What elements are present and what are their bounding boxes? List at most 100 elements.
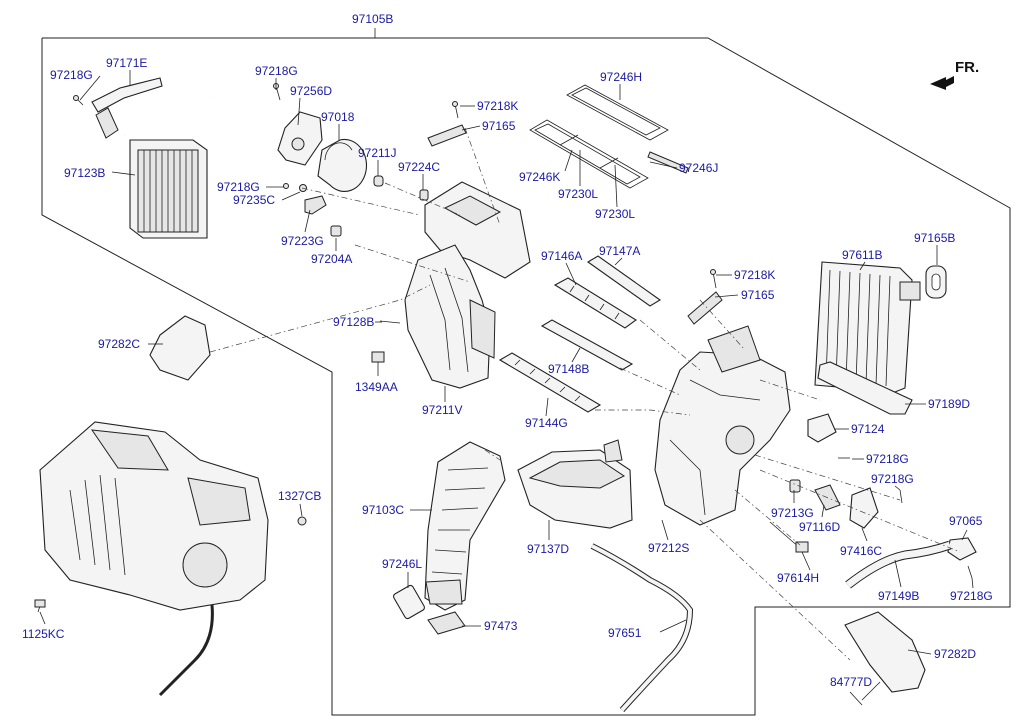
actuator-motor-part <box>807 413 837 443</box>
callout-97218G: 97218G <box>871 472 914 486</box>
callout-97235C: 97235C <box>233 193 275 207</box>
screw-icon <box>710 269 717 289</box>
gasket-ring-part <box>925 265 947 299</box>
seal-frame-part <box>566 84 669 141</box>
clip-part <box>371 351 385 363</box>
callout-97282D: 97282D <box>934 647 976 661</box>
gear-lever-part <box>317 138 368 192</box>
callout-97614H: 97614H <box>777 571 819 585</box>
screw-icon <box>73 95 84 106</box>
screw-icon <box>899 489 903 504</box>
callout-97018: 97018 <box>321 110 355 124</box>
seal-frame-part <box>529 119 649 189</box>
air-duct-part <box>844 611 926 693</box>
air-duct-part <box>149 315 211 381</box>
callout-97137D: 97137D <box>527 542 569 556</box>
front-direction-label: FR. <box>955 59 979 76</box>
pin-part <box>379 320 401 324</box>
evaporator-core-part <box>814 261 921 393</box>
lever-part <box>304 195 327 215</box>
callout-97165: 97165 <box>482 119 516 133</box>
screw-icon <box>273 83 281 101</box>
front-direction-arrow-icon <box>930 76 954 90</box>
seal-strip-part <box>647 151 689 174</box>
assembly-frame <box>41 37 1011 716</box>
callout-97065: 97065 <box>949 514 983 528</box>
callout-97123B: 97123B <box>64 166 105 180</box>
bolt-icon <box>34 599 46 613</box>
callout-97218G: 97218G <box>866 452 909 466</box>
callout-97416C: 97416C <box>840 544 882 558</box>
actuator-part <box>849 487 879 529</box>
callout-97651: 97651 <box>608 626 642 640</box>
callout-97218K: 97218K <box>477 99 518 113</box>
bushing-part <box>419 189 429 201</box>
screw-icon <box>849 691 863 706</box>
callout-97147A: 97147A <box>599 244 640 258</box>
callout-97171E: 97171E <box>106 56 147 70</box>
lower-duct-part <box>424 441 506 611</box>
seal-part <box>427 124 467 147</box>
callout-97165: 97165 <box>741 288 775 302</box>
bushing-part <box>330 225 342 237</box>
callout-1327CB: 1327CB <box>278 489 321 503</box>
screw-icon <box>967 565 973 579</box>
drain-hose-part <box>845 540 952 589</box>
part-callouts: 97105B 97171E 97218G 97123B 97218G 97256… <box>22 12 993 689</box>
clip-part <box>789 479 801 493</box>
filter-case-part <box>517 439 633 529</box>
callout-97218G: 97218G <box>217 180 260 194</box>
callout-97218G: 97218G <box>950 589 993 603</box>
callout-97105B: 97105B <box>352 12 393 26</box>
callout-97230L: 97230L <box>558 187 598 201</box>
callout-97204A: 97204A <box>311 252 352 266</box>
callout-97256D: 97256D <box>290 84 332 98</box>
callout-97230L: 97230L <box>595 207 635 221</box>
callout-97128B: 97128B <box>333 315 374 329</box>
heater-core-part <box>124 90 214 239</box>
callout-97212S: 97212S <box>648 541 689 555</box>
callout-97165B: 97165B <box>914 231 955 245</box>
callout-97224C: 97224C <box>398 160 440 174</box>
drain-tray-part <box>817 361 913 415</box>
link-clip-part <box>373 175 384 187</box>
actuator-part <box>277 111 323 166</box>
callout-97189D: 97189D <box>928 397 970 411</box>
heater-case-part <box>404 181 531 389</box>
callout-97144G: 97144G <box>525 416 568 430</box>
callout-97148B: 97148B <box>548 362 589 376</box>
callout-97611B: 97611B <box>842 248 882 262</box>
callout-97246H: 97246H <box>600 70 642 84</box>
callout-97124: 97124 <box>851 422 885 436</box>
door-part <box>586 255 662 307</box>
callout-97282C: 97282C <box>98 337 140 351</box>
callout-97116D: 97116D <box>799 520 840 534</box>
seal-part <box>687 291 723 325</box>
callout-97473: 97473 <box>484 619 518 633</box>
callout-97223G: 97223G <box>281 234 324 248</box>
alignment-lines <box>209 127 961 661</box>
drain-hose-part <box>590 543 694 713</box>
gasket-part <box>393 584 425 620</box>
callout-97103C: 97103C <box>362 503 404 517</box>
callout-1125KC: 1125KC <box>22 627 65 641</box>
callout-97213G: 97213G <box>771 506 814 520</box>
callout-97218G: 97218G <box>50 68 93 82</box>
door-part <box>553 277 637 329</box>
door-part <box>540 319 634 371</box>
callout-1349AA: 1349AA <box>355 380 398 394</box>
pipe-clamp-part <box>91 77 163 139</box>
callout-97246K: 97246K <box>519 170 560 184</box>
callout-97246L: 97246L <box>382 557 422 571</box>
clip-part <box>283 183 307 192</box>
leader-lines <box>39 70 974 701</box>
callout-84777D: 84777D <box>830 675 872 689</box>
nut-icon <box>297 516 307 526</box>
seal-part <box>427 611 466 635</box>
callout-97149B: 97149B <box>878 589 919 603</box>
screw-icon <box>452 101 459 119</box>
callout-97246J: 97246J <box>679 161 718 175</box>
callout-97211J: 97211J <box>358 146 396 160</box>
